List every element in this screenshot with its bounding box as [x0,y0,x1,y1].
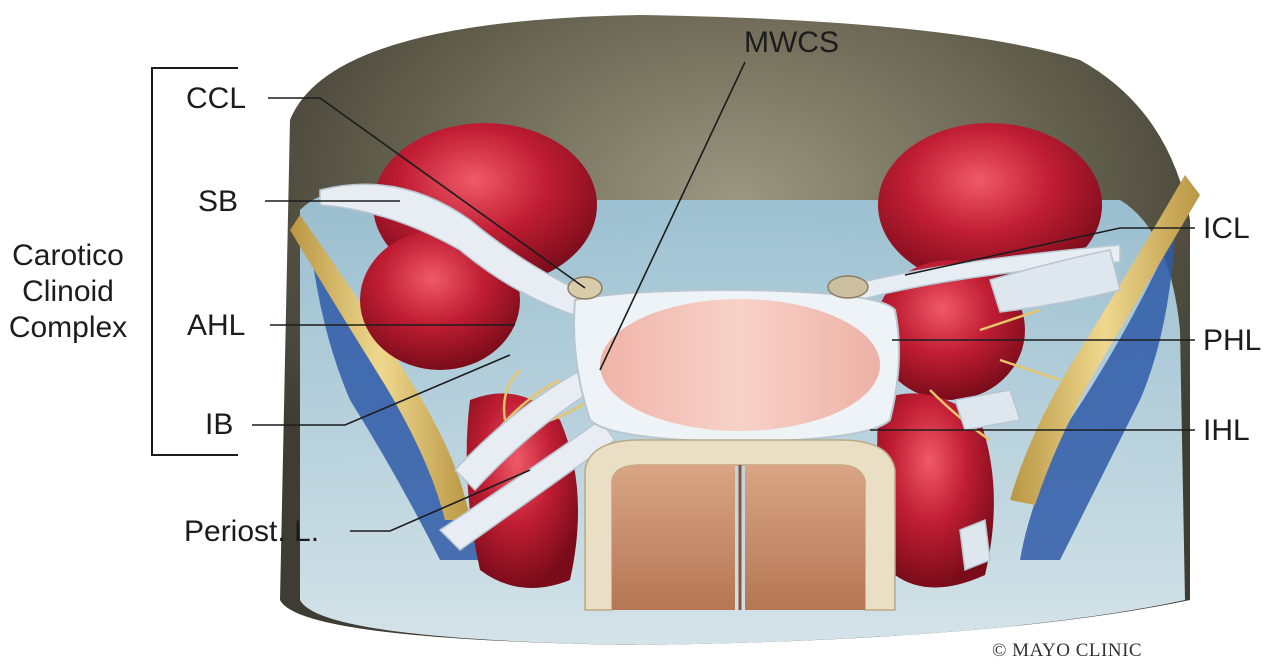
leader-periost [350,469,531,532]
group-label-line-2: Clinoid [22,275,114,308]
right-carotid-upper [878,123,1102,287]
label-phl: PHL [1203,324,1262,357]
right-ligament-sheet [989,249,1121,313]
label-mwcs: MWCS [744,26,839,59]
leader-ccl [268,97,586,289]
left-nerve [290,215,470,520]
pituitary-gland [600,299,880,431]
sphenoid-sinus-right [745,465,865,610]
right-small-band [954,389,1021,431]
right-venous-sinus [1020,230,1175,560]
periosteal-layer [438,418,617,551]
label-ccl: CCL [186,82,247,115]
label-ihl: IHL [1203,414,1250,447]
label-icl: ICL [1203,212,1250,245]
leader-ib [252,354,511,426]
label-ahl: AHL [187,309,246,342]
copyright-notice: © MAYO CLINIC [992,640,1143,661]
interclinoid-ligament [848,244,1121,301]
complex-bracket [151,67,238,456]
right-carotid-loop [875,260,1025,400]
group-label-line-3: Complex [8,311,128,344]
right-lower-band [959,518,991,572]
sphenoid-sinus-left [612,465,735,610]
leader-icl [904,227,1195,276]
group-label-line-1: Carotico [12,239,124,272]
leader-lines [252,61,1195,532]
label-periost: Periost. L. [184,515,320,548]
label-sb: SB [198,185,239,218]
leader-mwcs [599,61,746,371]
carotico-clinoid-complex-label: Carotico Clinoid Complex [0,238,136,346]
label-ib: IB [205,408,234,441]
right-clinoid-process [827,275,869,299]
